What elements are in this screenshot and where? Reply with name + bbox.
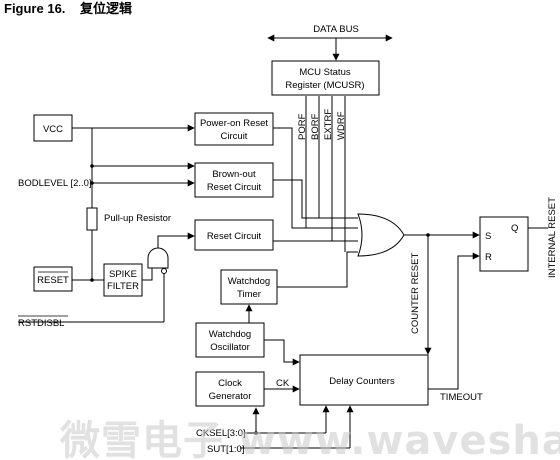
spike-to-and-wire [142, 268, 153, 281]
data-bus-label: DATA BUS [313, 24, 359, 35]
reset-pin-label: RESET [37, 275, 69, 286]
rstdisbl-label: RSTDISBL [18, 318, 64, 329]
watermark: 微雪电子 www.waveshare.net [59, 418, 560, 460]
wdrf-label: WDRF [336, 111, 347, 140]
bod-label-line1: Brown-out [212, 169, 256, 180]
wdo-label-line2: Oscillator [210, 342, 250, 353]
bodlevel-junction [90, 181, 94, 185]
watchdog-oscillator-box [195, 322, 265, 358]
spike-filter-box [103, 263, 143, 297]
reset-pin-box [33, 266, 73, 292]
vcc-label: VCC [43, 124, 63, 135]
watchdog-timer-box [220, 269, 278, 305]
figure-number: Figure 16. [4, 1, 65, 16]
wdt-to-or-wire [277, 251, 358, 288]
sut-label: SUT[1:0] [207, 444, 245, 455]
ff-r-label: R [485, 252, 492, 263]
extrf-label: EXTRF [323, 109, 334, 140]
or-gate [357, 213, 405, 257]
pull-up-resistor [86, 207, 98, 231]
and-gate [147, 247, 169, 269]
por-label-line1: Power-on Reset [200, 118, 268, 129]
brown-out-reset-box [194, 162, 274, 198]
and-to-reset-circuit-wire [157, 232, 195, 248]
figure-title: 复位逻辑 [79, 1, 132, 16]
cksel-label: CKSEL[3:0] [196, 428, 246, 439]
reset-junction [90, 278, 94, 282]
mcusr-label-line1: MCU Status [299, 67, 350, 78]
wdt-label-line2: Timer [237, 289, 261, 300]
por-to-or-wire [273, 127, 358, 229]
sr-flip-flop-box [479, 216, 529, 272]
reset-circuit-label: Reset Circuit [207, 231, 262, 242]
mcusr-label-line2: Register (MCUSR) [285, 80, 364, 91]
clk-label-line1: Clock [218, 378, 242, 389]
bod-label-line2: Reset Circuit [207, 182, 262, 193]
spike-label-line1: SPIKE [109, 269, 137, 280]
clk-label-line2: Generator [209, 391, 252, 402]
delay-counters-box [299, 354, 429, 406]
wdo-label-line1: Watchdog [209, 329, 251, 340]
wdt-label-line1: Watchdog [228, 276, 270, 287]
spike-label-line2: FILTER [107, 281, 139, 292]
delay-counters-label: Delay Counters [329, 376, 395, 387]
and-gate-inverter-bubble [161, 268, 167, 274]
ff-q-label: Q [511, 223, 518, 234]
porf-label: PORF [297, 113, 308, 140]
por-label-line2: Circuit [221, 131, 248, 142]
reset-circuit-box [194, 219, 274, 251]
power-on-reset-box [194, 112, 274, 146]
bod-to-or-wire [273, 179, 358, 219]
timeout-label: TIMEOUT [440, 392, 483, 403]
pull-up-resistor-label: Pull-up Resistor [104, 213, 171, 224]
borf-label: BORF [310, 113, 321, 140]
vcc-bod-junction [90, 164, 94, 168]
internal-reset-label: INTERNAL RESET [547, 197, 558, 278]
mcusr-box [271, 60, 380, 96]
cksel-junction [254, 431, 258, 435]
wdo-to-delay-wire [264, 339, 300, 366]
vcc-box [33, 114, 73, 142]
counter-reset-label: COUNTER RESET [410, 253, 421, 334]
bodlevel-label: BODLEVEL [2..0] [18, 178, 92, 189]
timeout-wire [428, 252, 480, 390]
clock-generator-box [195, 371, 265, 407]
ff-s-label: S [485, 231, 491, 242]
ck-label: CK [276, 378, 290, 389]
